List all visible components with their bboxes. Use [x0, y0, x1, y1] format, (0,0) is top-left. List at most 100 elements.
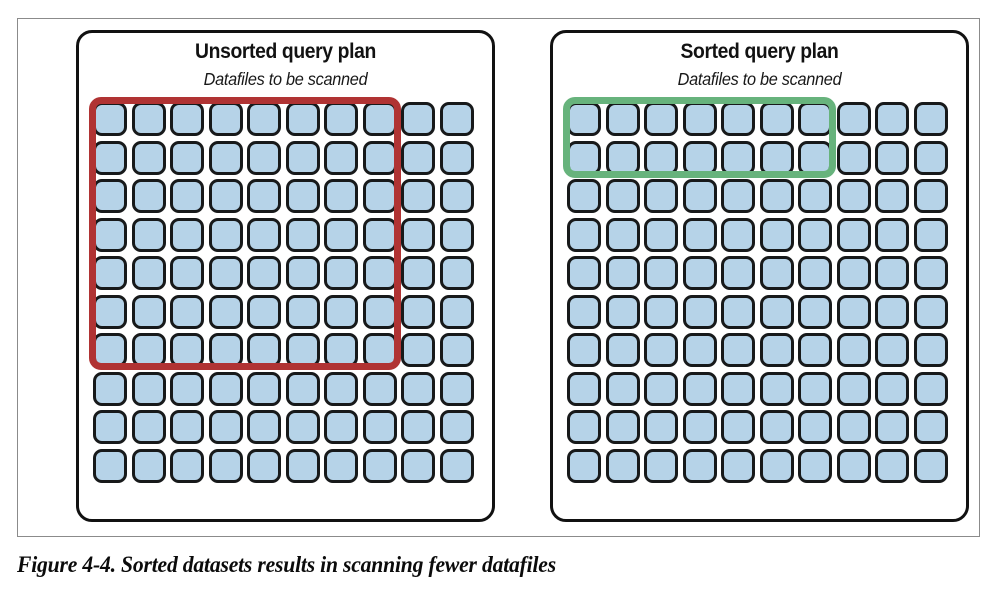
datafile-cell [836, 294, 871, 329]
datafile-cell [875, 102, 909, 137]
datafile-cell [93, 448, 127, 483]
datafile-cell [682, 102, 717, 137]
datafile-cell [401, 256, 435, 291]
datafile-cell [682, 410, 717, 445]
datafile-cell [285, 294, 320, 329]
datafile-cell [170, 102, 204, 137]
datafile-cell [93, 140, 127, 175]
datafile-cell [644, 448, 678, 483]
datafile-cell [798, 448, 832, 483]
datafile-cell [362, 256, 397, 291]
datafile-cell [93, 371, 127, 406]
panels-container: Unsorted query plan Datafiles to be scan… [18, 19, 979, 536]
datafile-cell [567, 410, 601, 445]
datafile-cell [401, 448, 435, 483]
datafile-cell [836, 256, 871, 291]
datafile-cell [131, 140, 166, 175]
datafile-cell [798, 140, 832, 175]
datafile-cell [798, 256, 832, 291]
datafile-cell [362, 371, 397, 406]
datafile-cell [247, 179, 281, 214]
datafile-grid-unsorted [93, 102, 478, 487]
datafile-cell [170, 179, 204, 214]
datafile-cell [362, 179, 397, 214]
datafile-cell [247, 294, 281, 329]
datafile-cell [362, 410, 397, 445]
datafile-cell [875, 448, 909, 483]
datafile-cell [721, 333, 755, 368]
datafile-cell [285, 333, 320, 368]
datafile-cell [208, 179, 243, 214]
datafile-cell [247, 410, 281, 445]
datafile-cell [208, 256, 243, 291]
datafile-cell [682, 371, 717, 406]
datafile-cell [682, 179, 717, 214]
datafile-cell [644, 102, 678, 137]
datafile-cell [93, 333, 127, 368]
datafile-cell [439, 256, 474, 291]
datafile-cell [836, 140, 871, 175]
datafile-grid-wrap-sorted [563, 97, 952, 487]
datafile-cell [644, 294, 678, 329]
datafile-cell [439, 294, 474, 329]
datafile-cell [875, 371, 909, 406]
datafile-cell [605, 333, 640, 368]
datafile-cell [605, 371, 640, 406]
datafile-cell [131, 333, 166, 368]
datafile-cell [401, 410, 435, 445]
datafile-cell [131, 217, 166, 252]
datafile-cell [836, 102, 871, 137]
datafile-cell [913, 410, 948, 445]
figure-caption: Figure 4-4. Sorted datasets results in s… [17, 552, 556, 577]
datafile-cell [644, 217, 678, 252]
datafile-cell [439, 410, 474, 445]
datafile-cell [605, 294, 640, 329]
datafile-cell [759, 179, 794, 214]
datafile-cell [875, 410, 909, 445]
datafile-cell [605, 410, 640, 445]
datafile-cell [798, 371, 832, 406]
panel-title-sorted: Sorted query plan [680, 40, 839, 63]
datafile-cell [439, 102, 474, 137]
datafile-cell [682, 333, 717, 368]
datafile-cell [208, 102, 243, 137]
datafile-cell [913, 448, 948, 483]
datafile-cell [605, 448, 640, 483]
datafile-cell [721, 217, 755, 252]
datafile-cell [324, 179, 358, 214]
datafile-cell [170, 140, 204, 175]
datafile-cell [170, 448, 204, 483]
datafile-cell [324, 217, 358, 252]
datafile-cell [913, 179, 948, 214]
datafile-cell [913, 217, 948, 252]
datafile-cell [208, 410, 243, 445]
datafile-cell [759, 256, 794, 291]
datafile-cell [721, 256, 755, 291]
datafile-cell [362, 217, 397, 252]
datafile-cell [913, 371, 948, 406]
datafile-cell [759, 333, 794, 368]
datafile-cell [567, 294, 601, 329]
datafile-cell [759, 448, 794, 483]
datafile-cell [131, 371, 166, 406]
datafile-cell [362, 140, 397, 175]
datafile-cell [401, 333, 435, 368]
datafile-cell [208, 217, 243, 252]
datafile-cell [439, 140, 474, 175]
datafile-cell [401, 217, 435, 252]
datafile-cell [324, 448, 358, 483]
datafile-cell [131, 410, 166, 445]
datafile-cell [324, 410, 358, 445]
datafile-cell [759, 294, 794, 329]
datafile-cell [836, 448, 871, 483]
datafile-cell [567, 333, 601, 368]
datafile-cell [913, 333, 948, 368]
datafile-cell [324, 371, 358, 406]
panel-sorted-query-plan: Sorted query plan Datafiles to be scanne… [550, 30, 969, 522]
datafile-cell [247, 217, 281, 252]
datafile-cell [798, 102, 832, 137]
datafile-cell [324, 102, 358, 137]
datafile-cell [324, 256, 358, 291]
datafile-cell [644, 256, 678, 291]
datafile-cell [362, 333, 397, 368]
